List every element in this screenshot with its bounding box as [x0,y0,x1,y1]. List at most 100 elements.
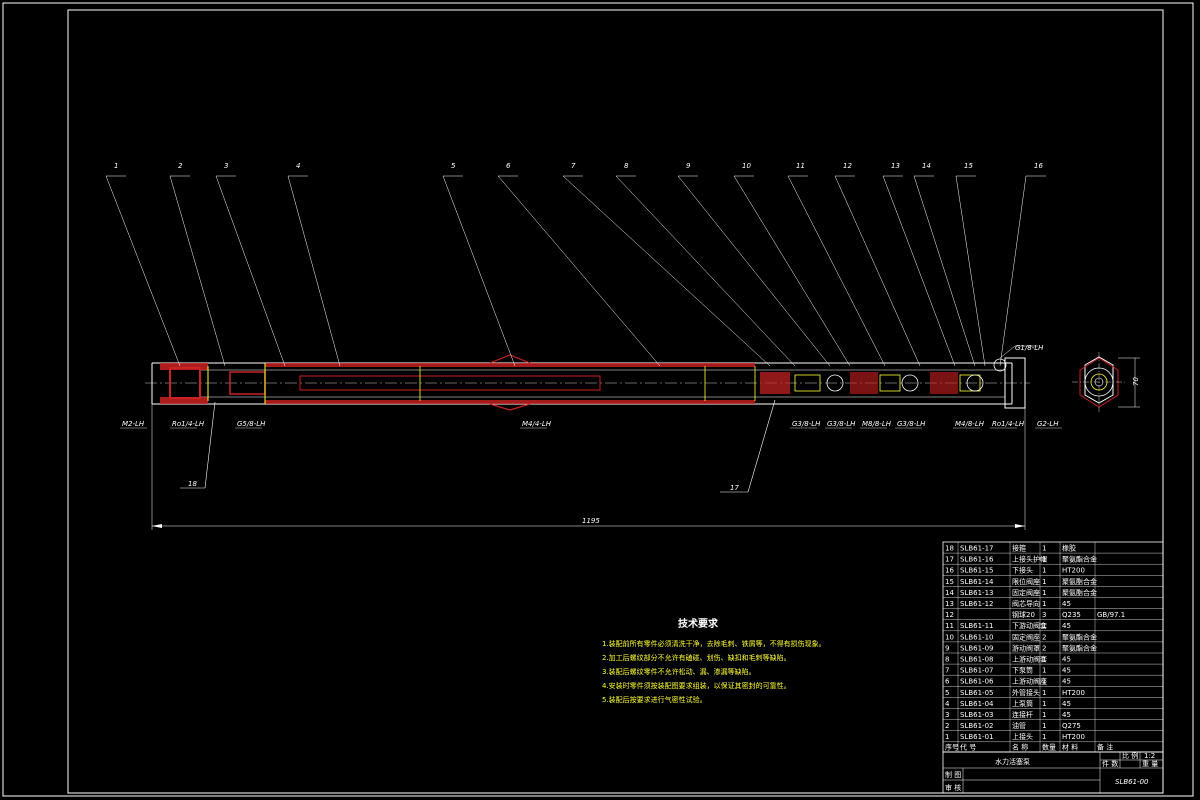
inner-frame [67,9,1164,794]
requirements-title: 技术要求 [678,617,719,630]
balloon-8: 8 [624,162,629,170]
balloon-6: 6 [506,162,511,170]
bom-cell-no: 13 [945,600,954,608]
requirement-line: 3.装配后螺纹零件不允许松动、漏、渗漏等缺陷。 [602,667,756,676]
bom-cell-no: 14 [945,589,954,597]
bom-cell-no: 7 [945,667,949,675]
bom-cell-code: SLB61-12 [960,600,994,608]
bom-cell-qty: 1 [1042,667,1046,675]
bom-cell-qty: 1 [1042,556,1046,564]
bom-cell-code: SLB61-09 [960,644,994,652]
bom-cell-material: 聚氨酯合金 [1062,632,1097,641]
thread-label: G2-LH [1037,420,1059,428]
bom-cell-code: SLB61-01 [960,733,994,741]
requirement-line: 2.加工后螺纹部分不允许有磕碰、划伤、缺扣和毛刺等缺陷。 [602,653,791,662]
bom-cell-material: 聚氨酯合金 [1062,588,1097,597]
bom-cell-qty: 2 [1042,633,1046,641]
overall-dimension: 1195 [582,517,600,525]
balloon-18: 18 [188,480,197,488]
bom-cell-qty: 1 [1042,600,1046,608]
bom-cell-name: 下泵筒 [1012,666,1033,675]
drawing-name: 水力活塞泵 [995,757,1030,766]
bom-cell-name: 固定阀座 [1012,588,1040,597]
overall-dimension-line: 1195 [151,404,1026,530]
bom-cell-qty: 1 [1042,656,1046,664]
bom-header-material: 材 料 [1062,742,1078,751]
bom-cell-name: 上接头 [1012,732,1033,741]
bom-cell-qty: 1 [1042,733,1046,741]
bom-cell-qty: 1 [1042,545,1046,553]
bom-cell-no: 4 [945,700,950,708]
side-dimension: 70 [1132,377,1140,386]
bom-cell-qty: 1 [1042,711,1046,719]
bom-cell-material: Q235 [1062,611,1081,619]
bom-cell-qty: 1 [1042,567,1046,575]
bom-header-note: 备 注 [1097,742,1113,751]
bom-cell-name: 上接头护帽 [1012,555,1047,564]
thread-label: M4/8-LH [955,420,985,428]
balloon-13: 13 [891,162,900,170]
bom-cell-material: 45 [1062,678,1071,686]
pump-assembly [145,354,1030,411]
bom-cell-no: 10 [945,633,954,641]
bom-cell-qty: 3 [1042,611,1046,619]
bom-cell-code: SLB61-10 [960,633,994,641]
bom-cell-no: 9 [945,644,949,652]
bom-cell-code: SLB61-15 [960,567,994,575]
bom-cell-name: 固定阀座 [1012,632,1040,641]
bom-cell-material: Q275 [1062,722,1081,730]
balloon-9: 9 [686,162,691,170]
bom-cell-code: SLB61-13 [960,589,994,597]
balloon-10: 10 [742,162,751,170]
lower-leaders: 18 17 [180,399,776,493]
drawing-code: SLB61-00 [1115,778,1149,786]
balloon-2: 2 [178,162,183,170]
scale-label: 比 例 [1122,751,1138,760]
bom-cell-code: SLB61-17 [960,545,994,553]
bom-cell-name: 游动阀罩 [1012,643,1040,652]
bom-cell-no: 1 [945,733,949,741]
bom-cell-code: SLB61-16 [960,556,994,564]
thread-label: M8/8-LH [862,420,892,428]
bom-cell-name: 油管 [1012,721,1026,730]
requirement-line: 4.安装时零件须按装配图要求组装，以保证其密封的可靠性。 [602,681,791,690]
bom-cell-material: 45 [1062,656,1071,664]
bom-cell-qty: 2 [1042,644,1046,652]
balloon-5: 5 [451,162,456,170]
balloon-11: 11 [796,162,805,170]
bom-cell-qty: 1 [1042,589,1046,597]
balloon-14: 14 [922,162,931,170]
bom-cell-name: 外管接头 [1012,688,1040,697]
bom-cell-no: 6 [945,678,950,686]
bom-cell-qty: 1 [1042,578,1046,586]
bom-cell-name: 下接头 [1012,566,1033,575]
balloon-12: 12 [843,162,852,170]
bom-header-name: 名 称 [1012,742,1028,751]
bom-cell-name: 钢球20 [1012,610,1035,619]
requirement-line: 1.装配前所有零件必须清洗干净，去除毛刺、铁屑等，不得有损伤现象。 [602,639,826,648]
bom-header-code: 代 号 [960,742,976,751]
end-view: 70 [1072,352,1140,412]
bom-cell-no: 18 [945,545,954,553]
bom-cell-code: SLB61-11 [960,622,994,630]
balloon-3: 3 [224,162,228,170]
bom-cell-qty: 1 [1042,689,1046,697]
bom-cell-no: 11 [945,622,954,630]
bom-cell-no: 2 [945,722,949,730]
bom-cell-note: GB/97.1 [1097,611,1125,619]
balloon-1: 1 [114,162,118,170]
bom-cell-code: SLB61-05 [960,689,994,697]
bom-cell-no: 3 [945,711,949,719]
bom-cell-material: 橡胶 [1062,544,1076,553]
bom-cell-code: SLB61-04 [960,700,994,708]
bom-cell-name: 上游动阀座 [1012,677,1047,686]
designer-label: 制 图 [945,770,961,779]
bom-cell-qty: 1 [1042,678,1046,686]
bom-cell-material: HT200 [1062,689,1085,697]
bom-header-qty: 数量 [1042,742,1056,751]
bom-cell-code: SLB61-06 [960,678,994,686]
bom-cell-material: 45 [1062,711,1071,719]
weight-label: 重 量 [1142,760,1158,768]
